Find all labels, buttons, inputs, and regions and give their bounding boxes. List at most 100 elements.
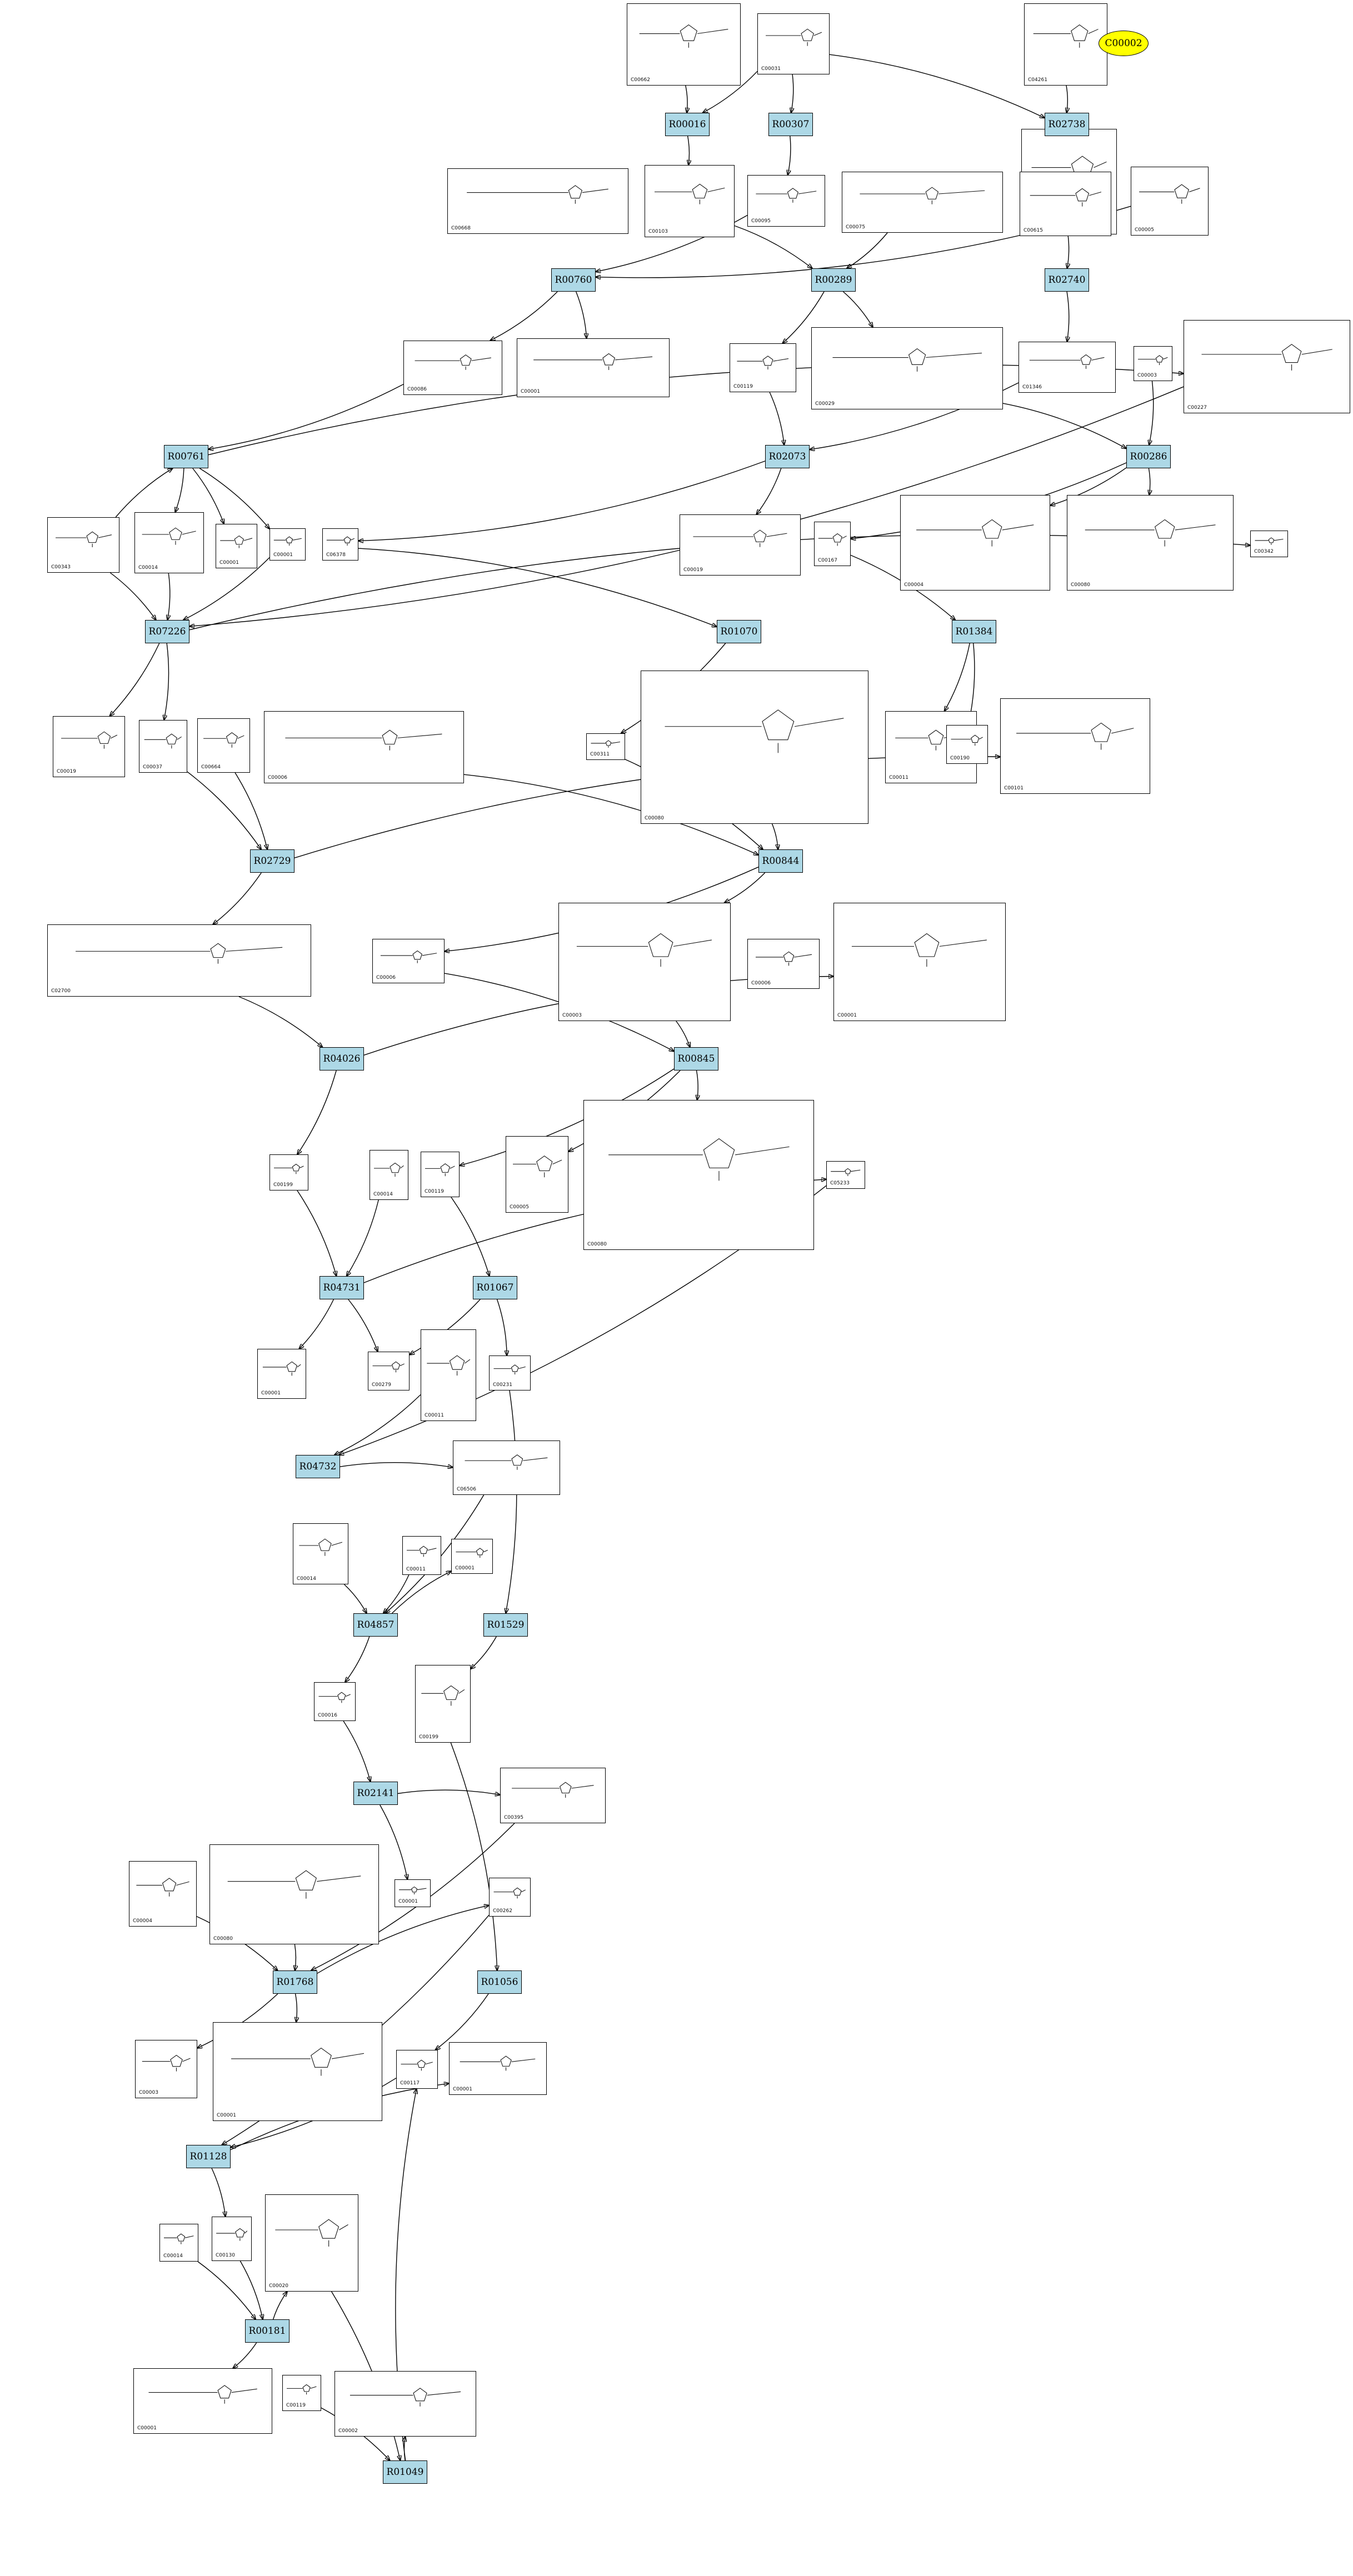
compound-node[interactable]: C00227 <box>1184 320 1350 413</box>
reaction-node[interactable]: R07226 <box>145 620 189 643</box>
reaction-node[interactable]: R00286 <box>1126 445 1171 468</box>
compound-node[interactable]: C00119 <box>421 1152 460 1197</box>
compound-node[interactable]: C00311 <box>586 733 625 760</box>
reaction-node[interactable]: R02740 <box>1045 268 1089 292</box>
compound-node[interactable]: C00001 <box>451 1539 493 1574</box>
reaction-node[interactable]: R01128 <box>186 2145 231 2168</box>
reaction-node[interactable]: R01049 <box>383 2460 427 2484</box>
compound-node[interactable]: C00001 <box>213 2022 382 2121</box>
compound-node[interactable]: C00103 <box>645 165 735 237</box>
reaction-node[interactable]: R02073 <box>765 445 810 468</box>
compound-node[interactable]: C00014 <box>293 1523 348 1584</box>
compound-node[interactable]: C00001 <box>257 1349 306 1399</box>
compound-node[interactable]: C00199 <box>269 1154 308 1191</box>
compound-node[interactable]: C00029 <box>811 327 1003 409</box>
compound-node[interactable]: C00086 <box>403 341 502 395</box>
compound-node[interactable]: C00199 <box>415 1665 471 1743</box>
reaction-node[interactable]: R00289 <box>811 268 856 292</box>
compound-id-label: C00003 <box>1137 373 1157 378</box>
reaction-node[interactable]: R01056 <box>477 1970 522 1994</box>
compound-node[interactable]: C00001 <box>216 524 257 568</box>
reaction-node[interactable]: R01529 <box>483 1613 528 1637</box>
compound-node[interactable]: C00031 <box>757 13 830 74</box>
reaction-node[interactable]: R00844 <box>758 849 803 873</box>
compound-node[interactable]: C00190 <box>946 725 988 764</box>
reaction-node[interactable]: R00845 <box>674 1047 718 1071</box>
reaction-edge <box>294 1944 296 1970</box>
compound-node[interactable]: C00279 <box>368 1352 410 1390</box>
compound-node[interactable]: C00005 <box>506 1136 568 1213</box>
compound-node[interactable]: C00615 <box>1020 172 1111 236</box>
reaction-node[interactable]: R00761 <box>164 445 208 468</box>
compound-node[interactable]: C00004 <box>129 1861 197 1927</box>
compound-node[interactable]: C00006 <box>264 711 464 783</box>
compound-node[interactable]: C00020 <box>265 2194 358 2292</box>
compound-node[interactable]: C00167 <box>814 522 851 566</box>
compound-node[interactable]: C01346 <box>1019 342 1116 393</box>
highlight-compound-oval[interactable]: C00002 <box>1099 31 1149 56</box>
compound-node[interactable]: C00101 <box>1000 698 1150 794</box>
compound-node[interactable]: C00001 <box>133 2368 272 2434</box>
compound-node[interactable]: C00001 <box>517 338 670 397</box>
reaction-node[interactable]: R02729 <box>250 849 294 873</box>
compound-node[interactable]: C00080 <box>583 1100 814 1250</box>
compound-node[interactable]: C00231 <box>489 1355 531 1390</box>
compound-node[interactable]: C06506 <box>453 1440 560 1495</box>
compound-node[interactable]: C00119 <box>282 2375 321 2411</box>
compound-node[interactable]: C00262 <box>489 1878 531 1917</box>
compound-node[interactable]: C00001 <box>395 1879 431 1907</box>
reaction-node[interactable]: R01070 <box>717 620 761 643</box>
compound-node[interactable]: C00664 <box>197 718 250 773</box>
compound-node[interactable]: C00080 <box>1067 495 1234 591</box>
compound-node[interactable]: C00003 <box>558 903 731 1021</box>
reaction-node[interactable]: R00016 <box>665 113 710 136</box>
compound-node[interactable]: C00006 <box>372 939 445 983</box>
compound-node[interactable]: C00395 <box>500 1768 606 1823</box>
compound-node[interactable]: C00014 <box>134 512 204 573</box>
compound-node[interactable]: C00001 <box>269 528 306 561</box>
reaction-node[interactable]: R00181 <box>245 2319 289 2343</box>
compound-node[interactable]: C05233 <box>826 1161 865 1189</box>
compound-node[interactable]: C00019 <box>680 514 801 576</box>
compound-node[interactable]: C00003 <box>1134 346 1172 381</box>
compound-node[interactable]: C00014 <box>159 2224 198 2262</box>
compound-node[interactable]: C00342 <box>1250 531 1288 557</box>
compound-node[interactable]: C00075 <box>842 172 1003 233</box>
reaction-node[interactable]: R04731 <box>319 1276 364 1299</box>
compound-node[interactable]: C00011 <box>402 1536 441 1575</box>
reaction-node[interactable]: R01067 <box>473 1276 517 1299</box>
compound-node[interactable]: C00019 <box>53 716 125 777</box>
compound-node[interactable]: C00016 <box>314 1682 356 1721</box>
compound-node[interactable]: C00095 <box>747 175 825 227</box>
compound-node[interactable]: C00668 <box>447 168 628 234</box>
reaction-node[interactable]: R00307 <box>768 113 813 136</box>
reaction-node[interactable]: R00760 <box>551 268 596 292</box>
compound-node[interactable]: C00002 <box>334 2371 476 2437</box>
compound-node[interactable]: C00001 <box>833 903 1006 1021</box>
reaction-node[interactable]: R04732 <box>296 1455 340 1478</box>
compound-node[interactable]: C00080 <box>641 671 868 824</box>
compound-node[interactable]: C06378 <box>322 528 358 561</box>
reaction-node[interactable]: R02738 <box>1045 113 1089 136</box>
compound-node[interactable]: C00004 <box>900 495 1050 591</box>
compound-node[interactable]: C00014 <box>370 1150 408 1200</box>
compound-node[interactable]: C00001 <box>449 2042 547 2095</box>
compound-node[interactable]: C00130 <box>212 2217 252 2261</box>
reaction-node[interactable]: R01384 <box>952 620 996 643</box>
compound-node[interactable]: C00119 <box>730 343 796 392</box>
compound-node[interactable]: C00117 <box>396 2050 438 2089</box>
compound-node[interactable]: C00343 <box>47 517 119 573</box>
reaction-node[interactable]: R04026 <box>319 1047 364 1071</box>
reaction-node[interactable]: R04857 <box>353 1613 398 1637</box>
compound-node[interactable]: C04261 <box>1024 3 1107 86</box>
compound-node[interactable]: C00003 <box>135 2040 197 2098</box>
compound-node[interactable]: C00662 <box>627 3 741 86</box>
reaction-node[interactable]: R01768 <box>273 1970 317 1994</box>
compound-node[interactable]: C02700 <box>47 924 311 997</box>
compound-node[interactable]: C00005 <box>1131 167 1209 236</box>
compound-node[interactable]: C00037 <box>139 720 187 773</box>
compound-node[interactable]: C00011 <box>421 1329 476 1421</box>
compound-node[interactable]: C00080 <box>209 1844 379 1944</box>
reaction-node[interactable]: R02141 <box>353 1782 398 1805</box>
compound-node[interactable]: C00006 <box>747 939 820 989</box>
